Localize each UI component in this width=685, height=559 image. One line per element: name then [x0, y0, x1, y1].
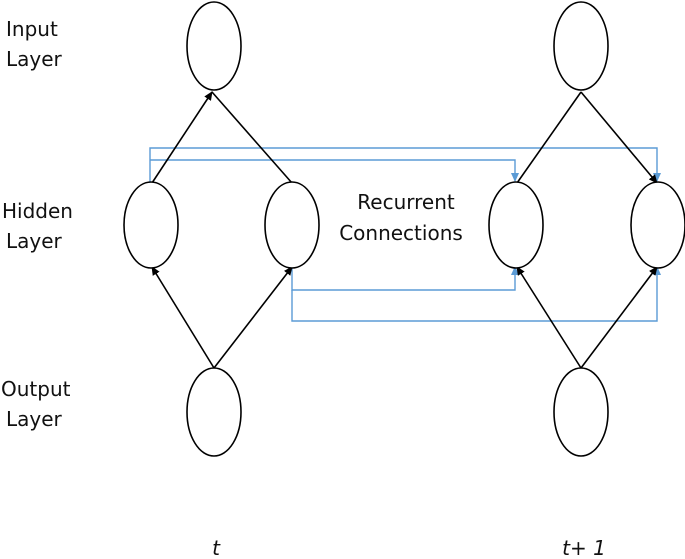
output-layer-label-line1: Output [1, 377, 71, 401]
recurrent-connections-label-line1: Recurrent [357, 190, 455, 214]
node-t1-hidden-2 [630, 181, 685, 269]
hidden-layer-label-line2: Layer [6, 229, 63, 253]
edge-t1-hidden1-to-input [516, 91, 582, 184]
node-t1-output [553, 367, 609, 457]
edge-t1-output-to-hidden2 [580, 266, 658, 369]
node-t-input [186, 1, 242, 91]
edge-t-output-to-hidden1 [151, 266, 215, 369]
time-step-t-plus-1-label: t+ 1 [562, 536, 606, 559]
edge-t-hidden1-to-input [151, 91, 213, 184]
edge-t1-input-to-hidden2 [580, 91, 658, 184]
time-step-t-label: t [212, 536, 221, 559]
edge-t-hidden2-to-input [211, 91, 293, 184]
recurrent-connection-3 [291, 266, 519, 291]
node-t1-hidden-1 [488, 181, 544, 269]
node-t-hidden-2 [264, 181, 320, 269]
recurrent-connection-2 [150, 159, 519, 182]
node-t-hidden-1 [123, 181, 179, 269]
output-layer-label-line2: Layer [6, 407, 63, 431]
node-t1-input [553, 1, 609, 91]
edge-t-output-to-hidden2 [213, 266, 293, 369]
edge-t1-output-to-hidden1 [516, 266, 582, 369]
node-t-output [186, 367, 242, 457]
recurrent-connections-label-line2: Connections [339, 221, 463, 245]
input-layer-label-line1: Input [6, 17, 58, 41]
recurrent-connection-1 [149, 147, 661, 183]
recurrent-connection-4 [291, 266, 661, 322]
hidden-layer-label-line1: Hidden [2, 199, 73, 223]
input-layer-label-line2: Layer [6, 47, 63, 71]
